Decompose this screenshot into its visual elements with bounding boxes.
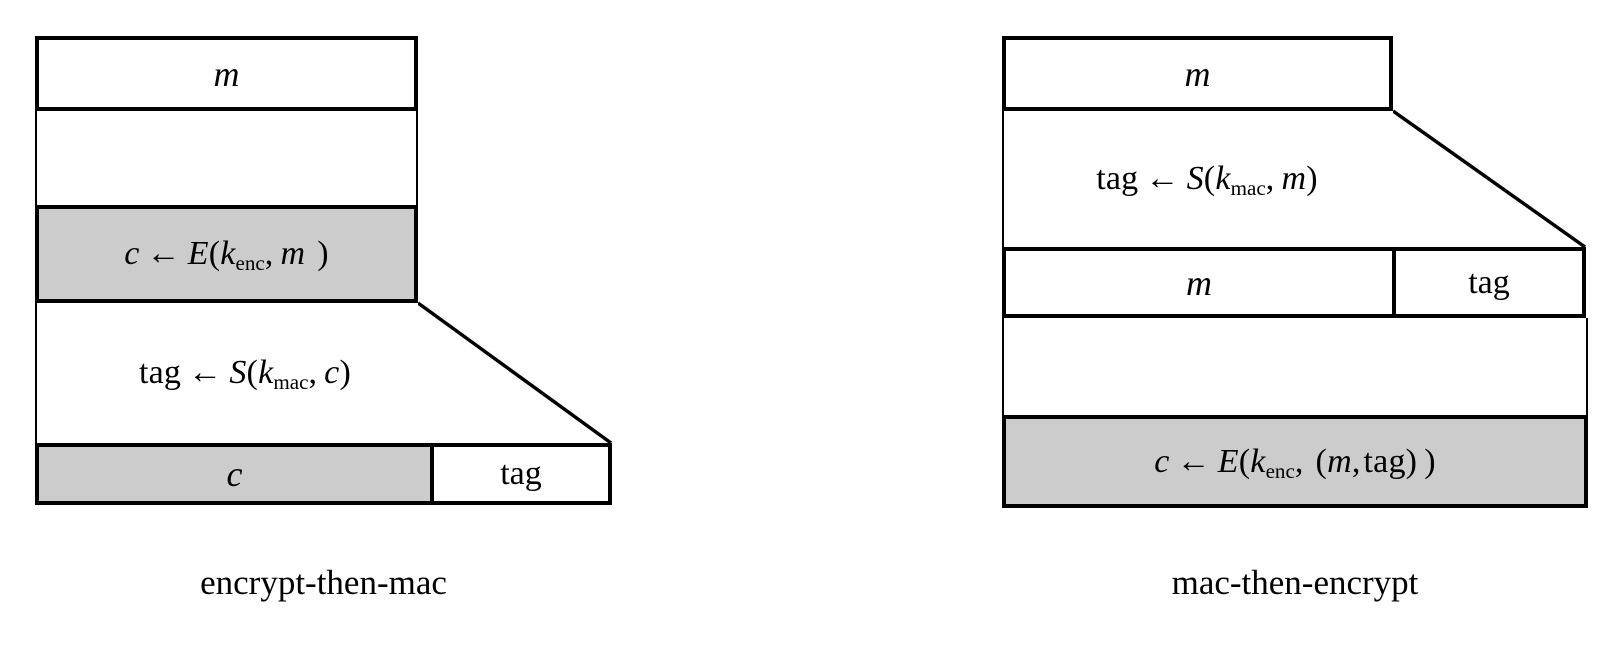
etm-mac-arg: c	[324, 354, 340, 391]
etm-caption-text: encrypt-then-mac	[200, 563, 447, 602]
mte-mac-lhs: tag	[1096, 160, 1139, 197]
mte-encrypt-compute-box: c←E(kenc,(m,tag))	[1002, 415, 1588, 508]
mte-encrypt-open-paren: (	[1238, 442, 1251, 480]
mte-mac-step-gap	[1002, 111, 1393, 247]
left-arrow-icon: ←	[1145, 160, 1180, 197]
left-arrow-icon: ←	[146, 235, 181, 272]
etm-encrypt-open-paren: (	[208, 235, 221, 272]
mte-intermediate-m-cell: m	[1006, 251, 1392, 314]
etm-output-divider	[430, 443, 434, 505]
etm-encrypt-fn: E	[187, 235, 209, 272]
etm-output-tag-cell: tag	[434, 447, 608, 501]
mte-mac-comma: ,	[1265, 160, 1275, 197]
etm-output-tag-label: tag	[500, 455, 542, 492]
etm-mac-close-paren: )	[339, 354, 351, 391]
mte-encrypt-arg1: m	[1327, 442, 1352, 480]
etm-mac-comma: ,	[308, 354, 318, 391]
mte-intermediate-tag-cell: tag	[1396, 251, 1582, 314]
mte-intermediate-divider	[1392, 247, 1396, 318]
mte-encrypt-close-paren: )	[1424, 442, 1436, 480]
etm-caption: encrypt-then-mac	[35, 565, 612, 600]
mte-encrypt-key-base: k	[1250, 442, 1266, 480]
etm-encrypt-formula: c←E(kenc,m)	[124, 235, 329, 274]
etm-mac-key-sub: mac	[273, 370, 309, 395]
etm-encrypt-compute-box: c←E(kenc,m)	[35, 205, 418, 303]
etm-encrypt-comma: ,	[264, 235, 274, 272]
mte-encrypt-step-gap	[1002, 318, 1588, 415]
mte-caption-text: mac-then-encrypt	[1171, 563, 1419, 602]
etm-output-c-label: c	[226, 454, 243, 494]
etm-plaintext-label: m	[213, 53, 240, 94]
mte-mac-fn: S	[1186, 160, 1204, 197]
etm-encrypt-key-base: k	[220, 235, 236, 272]
left-arrow-icon: ←	[1176, 442, 1211, 480]
mte-encrypt-arg-open-paren: (	[1315, 442, 1328, 480]
mte-encrypt-formula: c←E(kenc,(m,tag))	[1154, 442, 1436, 481]
mte-intermediate-m-label: m	[1186, 262, 1212, 303]
mte-encrypt-lhs: c	[1154, 442, 1170, 480]
mte-encrypt-comma: ,	[1294, 442, 1304, 480]
mte-encrypt-arg-close-paren: )	[1405, 442, 1418, 480]
etm-encrypt-arg: m	[280, 235, 306, 272]
mte-mac-key-sub: mac	[1230, 176, 1266, 201]
etm-mac-step-gap	[35, 303, 418, 443]
etm-encrypt-close-paren: )	[317, 235, 329, 272]
etm-mac-formula-wrap: tag←S(kmac,c)	[35, 303, 455, 443]
etm-mac-fn: S	[229, 354, 247, 391]
mte-encrypt-fn: E	[1217, 442, 1239, 480]
etm-mac-formula: tag←S(kmac,c)	[138, 354, 351, 393]
mte-mac-open-paren: (	[1203, 160, 1216, 197]
mte-diagonal-connector	[1391, 109, 1587, 249]
mte-mac-arg: m	[1281, 160, 1307, 197]
left-arrow-icon: ←	[188, 354, 223, 391]
etm-encrypt-step-gap	[35, 111, 418, 205]
mte-mac-formula-wrap: tag←S(kmac,m)	[1002, 111, 1412, 247]
mte-intermediate-tag-label: tag	[1468, 263, 1510, 301]
mte-plaintext-label: m	[1184, 53, 1211, 94]
etm-mac-open-paren: (	[246, 354, 259, 391]
mte-plaintext-box: m	[1002, 36, 1393, 111]
etm-plaintext-box: m	[35, 36, 418, 111]
mte-caption: mac-then-encrypt	[1002, 565, 1588, 600]
etm-mac-lhs: tag	[138, 354, 182, 391]
mte-mac-close-paren: )	[1306, 160, 1318, 197]
etm-encrypt-lhs: c	[124, 235, 140, 272]
etm-mac-key-base: k	[258, 354, 274, 391]
mte-encrypt-arg-comma: ,	[1351, 442, 1361, 480]
mte-mac-formula: tag←S(kmac,m)	[1096, 160, 1318, 199]
mte-encrypt-arg2: tag	[1363, 442, 1406, 480]
mte-encrypt-key-sub: enc	[1265, 458, 1295, 483]
mte-mac-key-base: k	[1215, 160, 1231, 197]
etm-encrypt-key-sub: enc	[235, 251, 265, 276]
etm-output-c-cell: c	[39, 447, 430, 501]
